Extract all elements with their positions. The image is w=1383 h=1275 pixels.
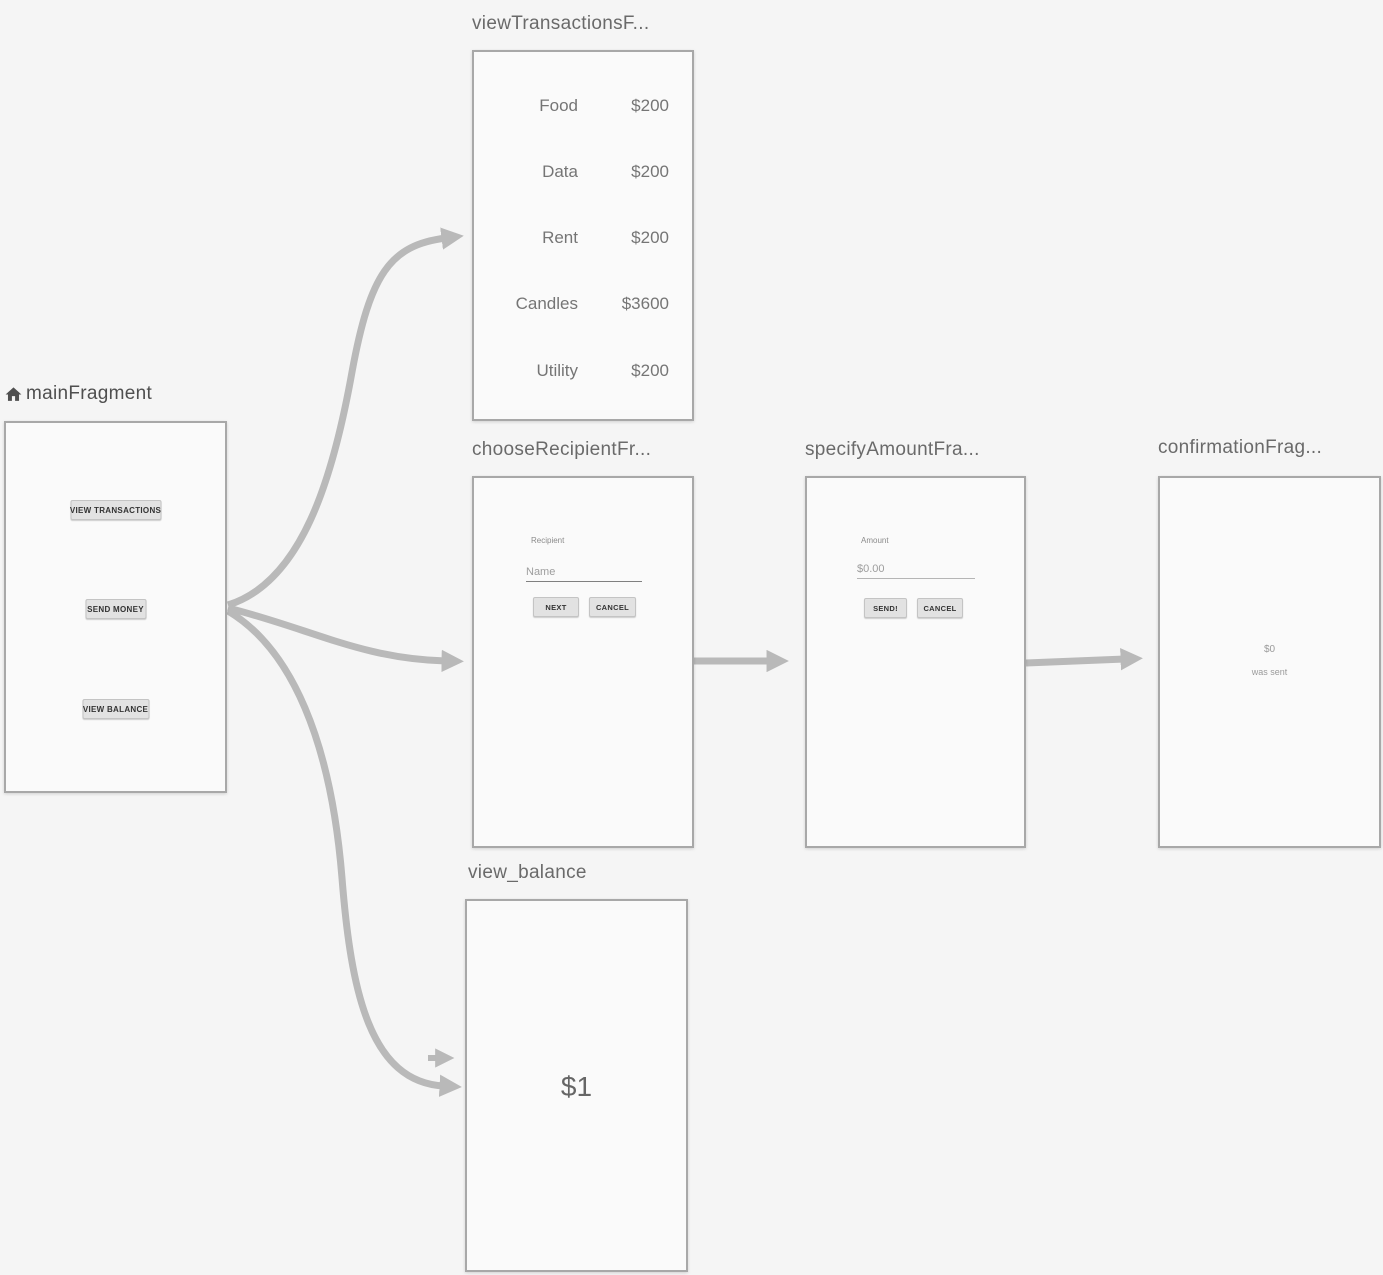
recipient-name-input[interactable]: Name	[526, 566, 556, 578]
transaction-label: Food	[539, 96, 578, 115]
fragment-card-confirmation[interactable]: $0 was sent	[1158, 476, 1381, 848]
transaction-label: Data	[542, 162, 578, 181]
transaction-row: Rent $200	[474, 228, 692, 250]
input-underline	[526, 581, 642, 582]
fragment-title-label: chooseRecipientFr...	[472, 439, 652, 460]
confirmation-message-text: was sent	[1251, 667, 1288, 677]
fragment-title-label: specifyAmountFra...	[805, 439, 980, 460]
fragment-card-balance[interactable]: $1	[465, 899, 688, 1272]
next-button[interactable]: NEXT	[533, 597, 579, 617]
transaction-label: Utility	[536, 361, 578, 380]
transaction-amount: $200	[631, 162, 669, 181]
transaction-amount: $200	[631, 361, 669, 380]
view-transactions-button[interactable]: VIEW TRANSACTIONS	[70, 500, 161, 520]
input-underline	[857, 578, 975, 579]
fragment-title-transactions: viewTransactionsF...	[472, 13, 649, 35]
fragment-title-amount: specifyAmountFra...	[805, 439, 980, 461]
amount-input[interactable]: $0.00	[857, 563, 885, 575]
balance-amount-text: $1	[560, 1071, 593, 1102]
fragment-title-label: mainFragment	[26, 383, 153, 404]
transaction-amount: $200	[631, 228, 669, 247]
cancel-button[interactable]: CANCEL	[589, 597, 636, 617]
fragment-title-main: mainFragment	[4, 383, 152, 405]
home-icon	[5, 386, 22, 401]
cancel-button[interactable]: CANCEL	[917, 598, 963, 618]
send-button[interactable]: SEND!	[864, 598, 907, 618]
fragment-card-transactions[interactable]: Food $200 Data $200 Rent $200 Candles $3…	[472, 50, 694, 421]
amount-field-label: Amount	[861, 536, 889, 545]
transaction-row: Data $200	[474, 162, 692, 184]
send-money-button[interactable]: SEND MONEY	[85, 599, 146, 619]
confirmation-amount-text: $0	[1263, 644, 1276, 655]
fragment-card-recipient[interactable]: Recipient Name NEXT CANCEL	[472, 476, 694, 848]
fragment-title-balance: view_balance	[468, 862, 587, 884]
action-main-to-transactions[interactable]	[226, 227, 464, 609]
fragment-card-main[interactable]: VIEW TRANSACTIONS SEND MONEY VIEW BALANC…	[4, 421, 227, 793]
view-balance-button[interactable]: VIEW BALANCE	[82, 699, 149, 719]
fragment-card-amount[interactable]: Amount $0.00 SEND! CANCEL	[805, 476, 1026, 848]
fragment-title-label: confirmationFrag...	[1158, 437, 1323, 458]
transaction-label: Candles	[515, 294, 578, 313]
transaction-amount: $200	[631, 96, 669, 115]
transaction-label: Rent	[542, 228, 578, 247]
recipient-field-label: Recipient	[531, 536, 565, 545]
fragment-title-recipient: chooseRecipientFr...	[472, 439, 651, 461]
transaction-row: Food $200	[474, 96, 692, 118]
action-amount-to-confirmation[interactable]	[1025, 647, 1143, 671]
transaction-row: Utility $200	[474, 361, 692, 383]
fragment-title-label: viewTransactionsF...	[472, 13, 650, 34]
transaction-row: Candles $3600	[474, 294, 692, 316]
fragment-title-confirmation: confirmationFrag...	[1158, 437, 1322, 459]
transaction-amount: $3600	[621, 294, 669, 313]
action-main-to-balance[interactable]	[226, 607, 462, 1097]
action-main-to-recipient[interactable]	[227, 604, 464, 673]
fragment-title-label: view_balance	[468, 862, 587, 883]
